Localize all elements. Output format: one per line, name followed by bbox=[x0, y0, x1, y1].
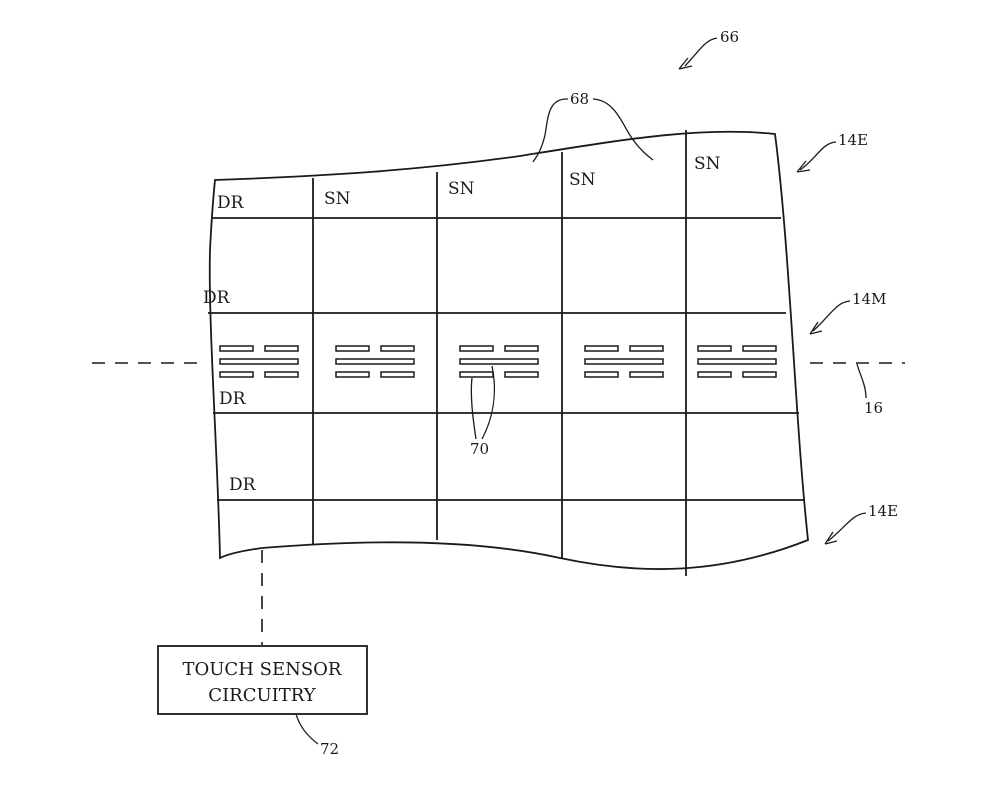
label-dr-upper: DR bbox=[203, 288, 231, 308]
ref-72: 72 bbox=[320, 740, 339, 758]
sense-line-boundaries bbox=[312, 130, 687, 576]
slot-group-col2 bbox=[335, 345, 415, 378]
touch-sensor-circuitry-box bbox=[157, 645, 368, 715]
label-sn-col5: SN bbox=[694, 154, 721, 174]
leader-70-left bbox=[470, 377, 477, 440]
leader-14m bbox=[812, 300, 851, 332]
leader-68-right bbox=[592, 98, 654, 161]
ref-14m: 14M bbox=[852, 290, 886, 308]
arrowhead-14m bbox=[809, 321, 823, 335]
slot-openings bbox=[219, 345, 777, 378]
label-dr-middle: DR bbox=[219, 389, 247, 409]
slot-group-col1 bbox=[219, 345, 299, 378]
leader-66 bbox=[684, 37, 718, 67]
slot-group-col3 bbox=[459, 345, 539, 378]
arrowhead-14e-bottom bbox=[824, 531, 838, 545]
panel-outline bbox=[208, 130, 809, 570]
leader-14e-top bbox=[799, 141, 837, 171]
circuitry-line1: TOUCH SENSOR bbox=[183, 659, 342, 680]
arrowhead-14e-top bbox=[796, 160, 811, 173]
label-dr-lower: DR bbox=[229, 475, 257, 495]
ref-68: 68 bbox=[570, 90, 589, 108]
leader-72 bbox=[295, 713, 319, 745]
label-sn-col3: SN bbox=[448, 179, 475, 199]
circuitry-line2: CIRCUITRY bbox=[208, 685, 316, 706]
label-dr-top: DR bbox=[217, 193, 245, 213]
label-sn-col4: SN bbox=[569, 170, 596, 190]
slot-group-col5 bbox=[697, 345, 777, 378]
leader-70-right bbox=[481, 365, 495, 440]
leader-14e-bottom bbox=[827, 512, 867, 542]
arrowhead-66 bbox=[678, 57, 693, 70]
ref-14e-bottom: 14E bbox=[868, 502, 898, 520]
leader-68-left bbox=[532, 98, 569, 163]
ref-16: 16 bbox=[864, 399, 883, 417]
slot-group-col4 bbox=[584, 345, 664, 378]
leader-16 bbox=[856, 363, 867, 399]
ref-66: 66 bbox=[720, 28, 739, 46]
ref-14e-top: 14E bbox=[838, 131, 868, 149]
ref-70: 70 bbox=[470, 440, 489, 458]
label-sn-col2: SN bbox=[324, 189, 351, 209]
